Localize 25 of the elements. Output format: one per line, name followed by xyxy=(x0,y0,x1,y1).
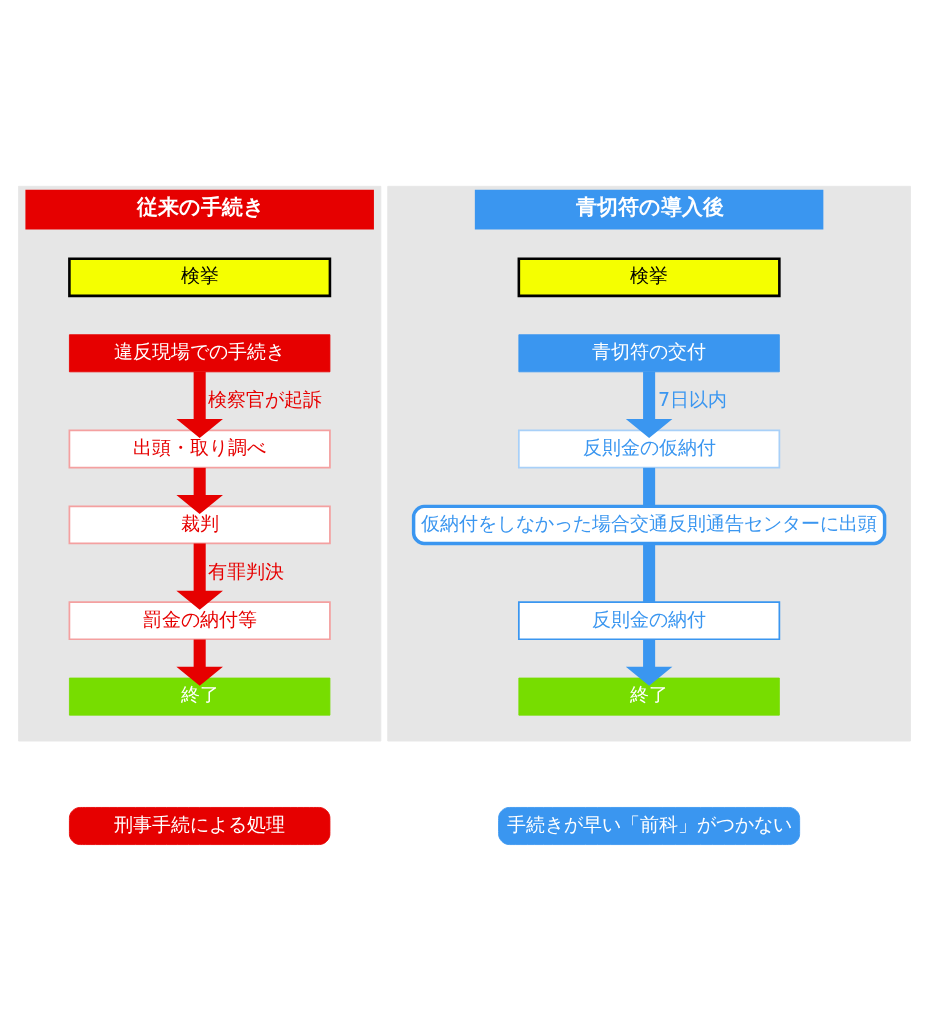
arrow xyxy=(176,371,223,439)
arrow xyxy=(176,467,223,515)
node-box: 手続きが早い「前科」がつかない xyxy=(498,807,801,845)
node-box: 終了 xyxy=(518,677,780,716)
connector xyxy=(643,543,656,602)
arrow xyxy=(625,639,673,686)
node-box: 刑事手続による処理 xyxy=(68,807,331,845)
edge-label: 有罪判決 xyxy=(208,559,285,582)
arrow xyxy=(625,371,673,439)
node-box: 検挙 xyxy=(517,257,781,298)
node-box: 反則金の納付 xyxy=(518,601,781,641)
node-box: 検挙 xyxy=(68,257,332,298)
node-box: 罰金の納付等 xyxy=(68,601,331,641)
node-box: 違反現場での手続き xyxy=(68,334,331,373)
node-box: 反則金の仮納付 xyxy=(518,429,781,469)
node-box: 裁判 xyxy=(68,505,331,545)
edge-label: 検察官が起訴 xyxy=(208,387,323,410)
edge-label: 7日以内 xyxy=(658,387,728,410)
arrow xyxy=(176,639,223,686)
arrow xyxy=(176,543,223,610)
node-box: 青切符の交付 xyxy=(518,334,780,373)
node-box: 終了 xyxy=(68,677,331,716)
node-box: 仮納付をしなかった場合交通反則通告センターに出頭 xyxy=(411,504,887,546)
connector xyxy=(643,467,656,507)
node-box: 出頭・取り調べ xyxy=(68,429,331,469)
